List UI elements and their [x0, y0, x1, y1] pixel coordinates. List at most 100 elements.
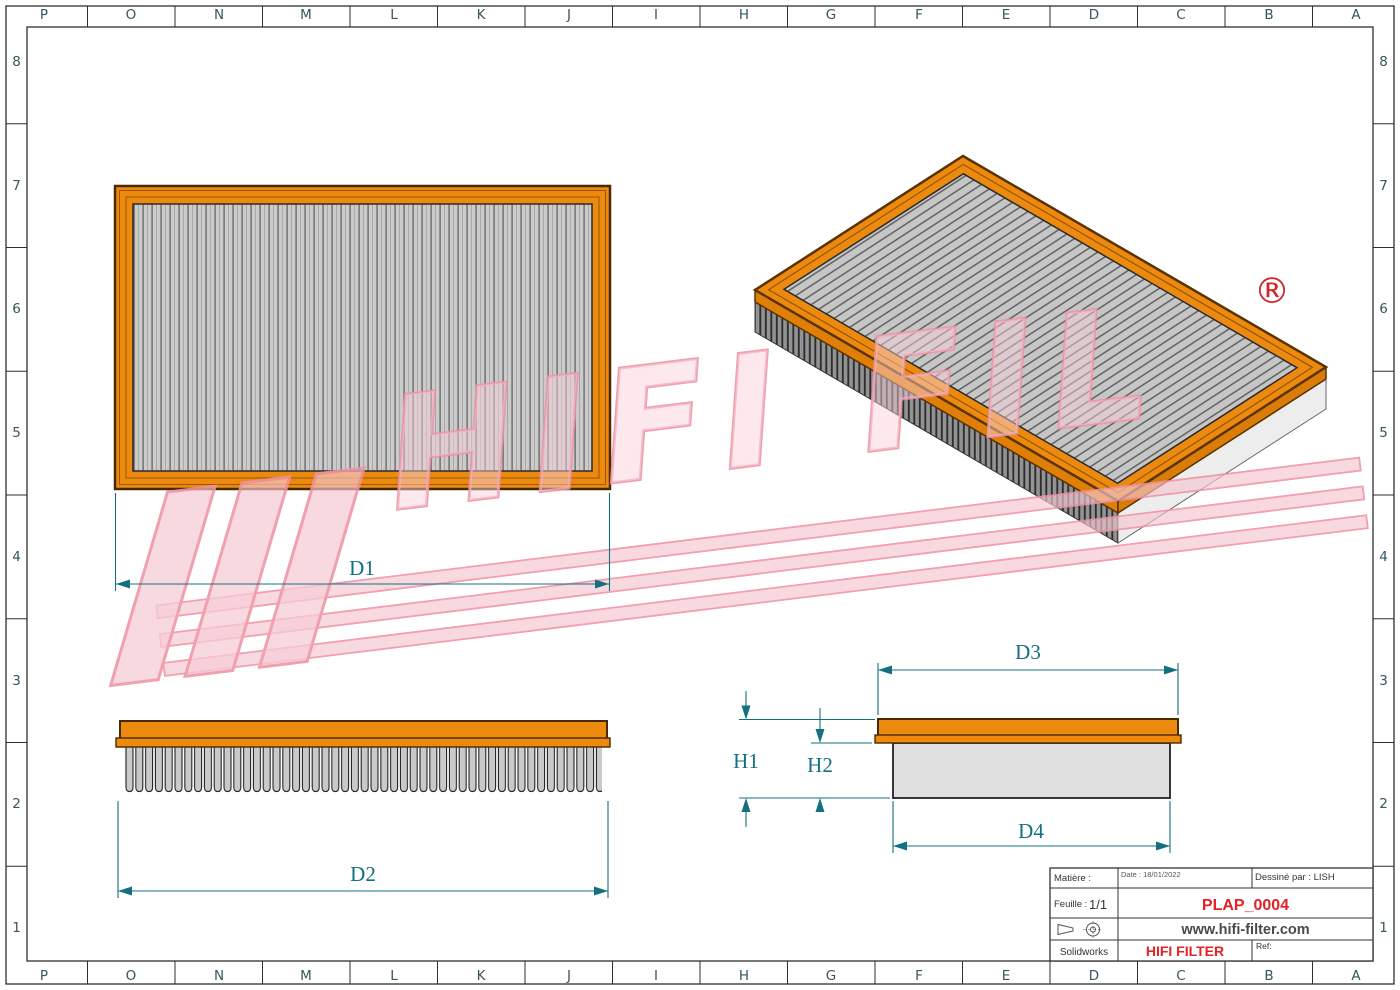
dim-label-d1: D1: [349, 556, 375, 580]
part-number: PLAP_0004: [1202, 897, 1289, 914]
grid-ticks-left: [6, 123, 27, 867]
grid-row-label: 8: [12, 54, 21, 70]
grid-col-label: I: [654, 7, 658, 23]
grid-row-label: 5: [1379, 425, 1388, 441]
grid-ticks-right: [1373, 123, 1394, 867]
grid-col-label: G: [826, 968, 836, 984]
grid-row-label: 6: [1379, 301, 1388, 317]
website-link[interactable]: www.hifi-filter.com: [1180, 922, 1309, 938]
grid-col-label: L: [390, 7, 398, 23]
frame-flange: [874, 734, 1182, 744]
grid-col-label: P: [40, 7, 48, 23]
projection-symbol-icon: [1057, 921, 1103, 938]
grid-col-label: D: [1089, 968, 1099, 984]
end-view: [874, 718, 1182, 799]
grid-row-label: 2: [12, 796, 21, 812]
grid-col-label: I: [654, 968, 658, 984]
logo-bar: [257, 466, 367, 669]
date-label: Date : 18/01/2022: [1121, 870, 1181, 879]
grid-col-label: J: [566, 7, 571, 23]
ref-label: Ref:: [1256, 941, 1272, 951]
grid-col-label: H: [739, 968, 749, 984]
grid-col-label: D: [1089, 7, 1099, 23]
grid-col-label: L: [390, 968, 398, 984]
grid-row-label: 3: [12, 673, 21, 689]
dimension-d3: [877, 663, 1179, 715]
dim-label-h2: H2: [807, 753, 833, 777]
filter-media-pleats: [132, 203, 593, 472]
frame-flange: [115, 737, 611, 748]
logo-bar: [182, 475, 292, 679]
dim-label-d2: D2: [350, 862, 376, 886]
grid-ticks-top: [87, 6, 1313, 27]
grid-col-label: M: [300, 968, 312, 984]
title-block-frame: [1049, 867, 1374, 962]
grid-col-label: B: [1264, 7, 1273, 23]
grid-col-label: A: [1351, 7, 1361, 23]
projection-cone: [1057, 923, 1074, 936]
frame-lip-line: [119, 190, 606, 485]
dimension-h1: [739, 691, 890, 827]
grid-col-label: F: [915, 968, 923, 984]
filter-media-pleats: [782, 172, 1299, 485]
grid-row-label: 7: [12, 178, 21, 194]
grid-col-label: P: [40, 968, 48, 984]
top-view: [113, 184, 612, 491]
extension-lines: [877, 663, 1179, 715]
grid-row-label: 7: [1379, 178, 1388, 194]
dimension-d4: [892, 801, 1171, 853]
filter-body: [892, 742, 1171, 799]
grid-col-label: M: [300, 7, 312, 23]
dimensions: [114, 493, 1179, 898]
frame-bar: [119, 720, 608, 741]
watermark: HIFI FIL: [108, 270, 1369, 688]
dimension-h2: [811, 708, 872, 812]
sheet-label: Feuille :: [1054, 899, 1087, 910]
extension-lines: [892, 801, 1171, 853]
grid-ticks-bottom: [87, 961, 1313, 984]
dimension-labels: D1 D2 D3 D4 H1 H2: [349, 556, 1044, 886]
grid-col-label: H: [739, 7, 749, 23]
drawn-by-label: Dessiné par : LISH: [1255, 872, 1335, 883]
dim-label-d4: D4: [1018, 819, 1044, 843]
grid-row-label: 3: [1379, 673, 1388, 689]
grid-col-label: C: [1176, 7, 1185, 23]
grid-row-label: 8: [1379, 54, 1388, 70]
dimension-d1: [114, 493, 611, 591]
dim-label-h1: H1: [733, 749, 759, 773]
grid-col-label: O: [126, 968, 137, 984]
dim-label-d3: D3: [1015, 640, 1041, 664]
grid-col-label: B: [1264, 968, 1273, 984]
watermark-stripe: [162, 514, 1369, 677]
grid-col-label: J: [566, 968, 571, 984]
extension-lines: [114, 493, 611, 591]
projection-centerlines: [1083, 921, 1103, 938]
extension-lines: [739, 718, 890, 799]
grid-col-label: K: [477, 7, 487, 23]
logo-bar: [108, 484, 218, 688]
grid-col-label: C: [1176, 968, 1185, 984]
dimension-d2: [117, 801, 609, 898]
grid-labels: P O N M L K J I H G F E D C B A P O N M …: [12, 7, 1388, 984]
grid-col-label: E: [1002, 7, 1011, 23]
grid-row-label: 5: [12, 425, 21, 441]
title-block-grid-lines: [1050, 868, 1373, 961]
grid-col-label: E: [1002, 968, 1011, 984]
sheet-value: 1/1: [1089, 897, 1107, 912]
isometric-view: [752, 154, 1329, 544]
grid-col-label: O: [126, 7, 137, 23]
grid-row-label: 6: [12, 301, 21, 317]
grid-col-label: A: [1351, 968, 1361, 984]
grid-row-label: 1: [1379, 920, 1388, 936]
drawing-border: [5, 5, 1395, 985]
grid-row-label: 4: [12, 549, 21, 565]
grid-col-label: F: [915, 7, 923, 23]
brand-name: HIFI FILTER: [1146, 943, 1224, 959]
frame-bar: [877, 718, 1179, 738]
registered-trademark-icon: ®: [1254, 271, 1290, 312]
grid-col-label: G: [826, 7, 836, 23]
pleat-teeth: [124, 744, 602, 794]
grid-row-label: 4: [1379, 549, 1388, 565]
extension-lines: [117, 801, 609, 898]
